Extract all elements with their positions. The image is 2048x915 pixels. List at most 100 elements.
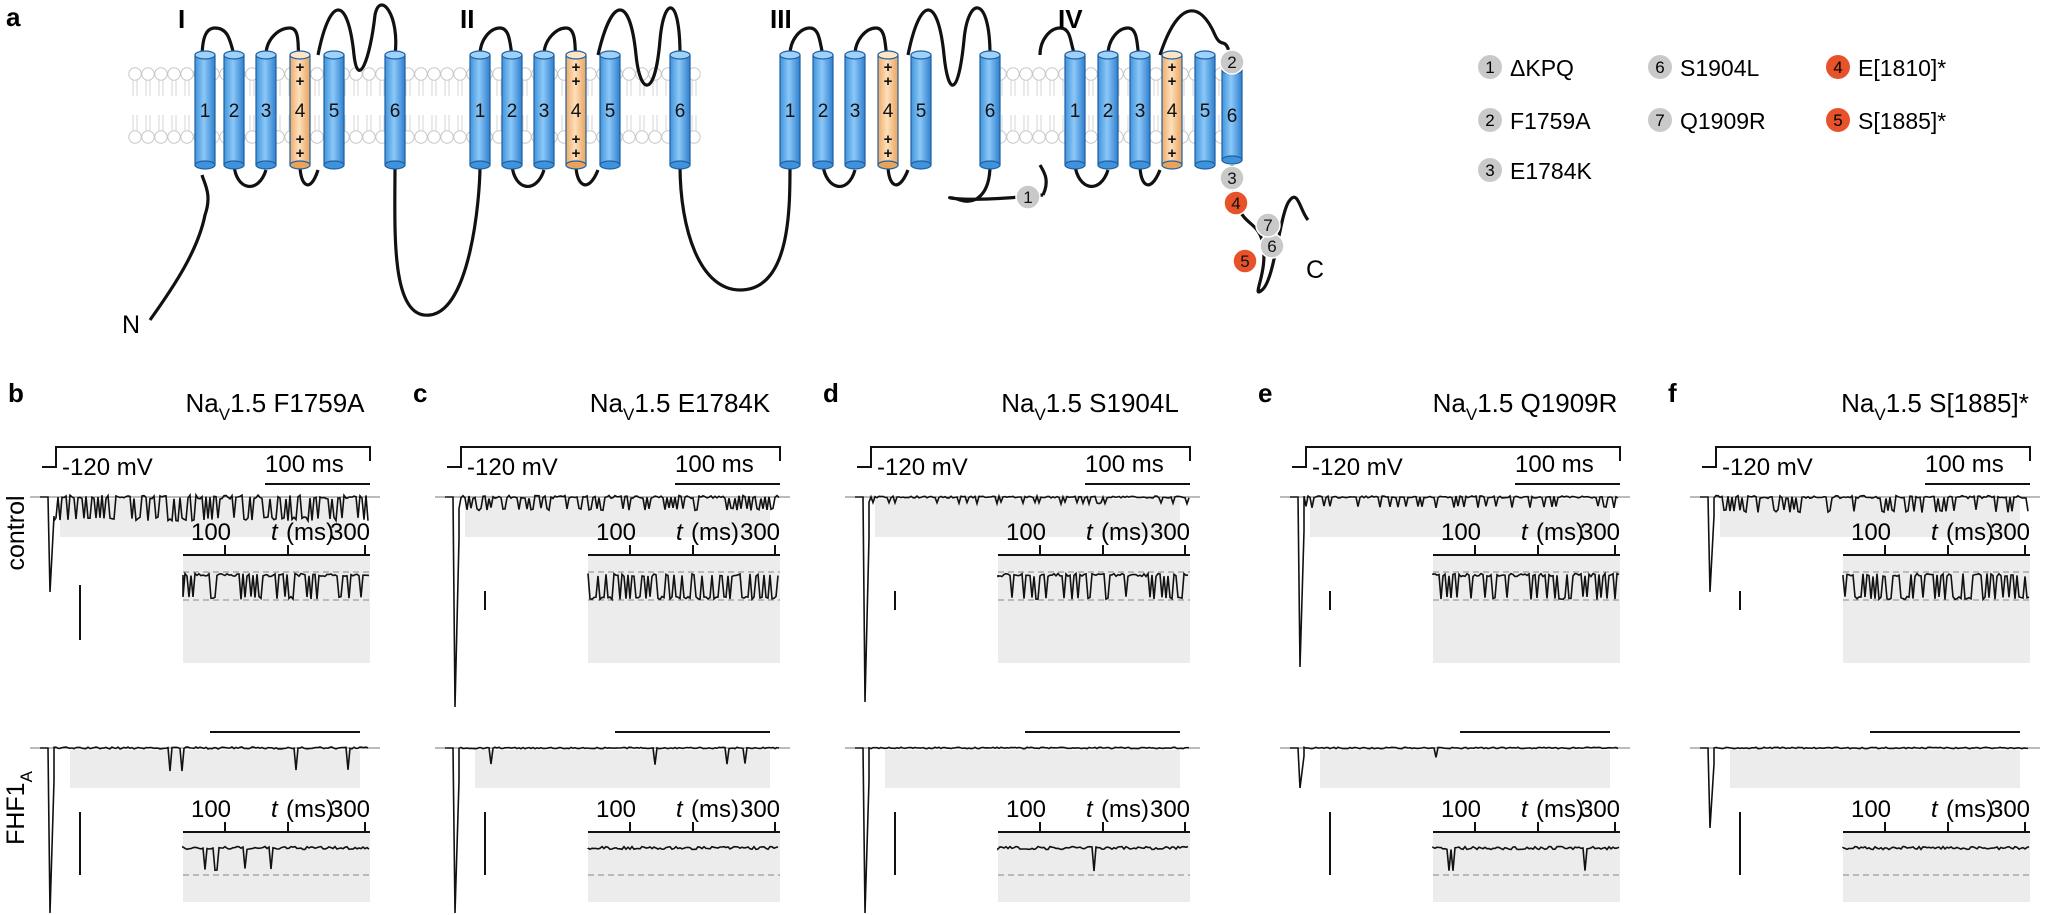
helix-s5: 5	[599, 50, 621, 170]
lipid-head	[349, 130, 363, 144]
helix-cap	[779, 50, 801, 60]
lipid-head	[414, 67, 428, 81]
helix-s1: 1	[779, 50, 801, 170]
helix-number-label: 1	[785, 101, 796, 122]
fhf-inset-axis-t: t	[1931, 796, 1939, 823]
inset-tick-label-100: 100	[191, 519, 231, 546]
helix-number-label: 3	[261, 101, 272, 122]
helix-number-label: 6	[675, 101, 686, 122]
legend-marker	[1826, 55, 1850, 79]
lipid-head	[1006, 130, 1020, 144]
fhf-inset-axis-t: t	[271, 796, 279, 823]
helix-cap	[1161, 50, 1183, 60]
mutation-marker-1: 1	[1015, 184, 1041, 210]
lipid-head	[427, 130, 441, 144]
voltage-label: -120 mV	[1722, 454, 1813, 481]
time-scale-label: 100 ms	[675, 451, 754, 478]
marker-number: 7	[1263, 216, 1272, 235]
helix-cap	[910, 50, 932, 60]
fhf-inset-trace	[587, 845, 779, 851]
loop-25	[1158, 9, 1232, 56]
voltage-protocol	[857, 446, 1191, 468]
fhf-trace-shade	[475, 750, 770, 788]
helix-cap	[255, 50, 277, 60]
inset-axis-unit: (ms)	[1946, 519, 1994, 546]
voltage-label: -120 mV	[1312, 454, 1403, 481]
title-pre: Na	[185, 388, 219, 418]
legend-marker	[1648, 55, 1672, 79]
fhf-inset-axis-unit: (ms)	[691, 796, 739, 823]
helix-s3: 3	[1129, 50, 1151, 170]
legend-marker-number: 1	[1485, 58, 1494, 77]
helix-number-label: 5	[329, 101, 340, 122]
lipid-head	[1149, 67, 1163, 81]
helix-cap	[533, 50, 555, 60]
fhf-trace-shade	[1730, 750, 2020, 788]
marker-circle	[1232, 248, 1258, 274]
panel-letter: c	[413, 378, 427, 408]
helix-s2: 2	[1097, 50, 1119, 170]
fhf-trace	[40, 746, 369, 914]
row-label-fhf1a-sub: A	[17, 770, 36, 782]
domain-label-I: I	[178, 4, 185, 34]
fhf-inset-axis-unit: (ms)	[1536, 796, 1584, 823]
helix-number-label: 4	[883, 101, 894, 122]
helix-s5: 5	[1194, 50, 1216, 170]
legend-marker-number: 5	[1833, 111, 1842, 130]
title-post: 1.5 S1904L	[1046, 388, 1179, 418]
control-trace	[855, 493, 1190, 703]
inset-control-trace	[182, 571, 370, 601]
helix-cap	[323, 50, 345, 60]
inset-control-trace	[1432, 571, 1620, 601]
voltage-protocol	[447, 446, 781, 468]
helix-cap	[223, 50, 245, 60]
helix-base	[844, 160, 866, 170]
helix-s4: 4++++	[565, 50, 587, 170]
title-post: 1.5 Q1909R	[1477, 388, 1617, 418]
charge-plus: +	[572, 145, 581, 162]
time-scale-label: 100 ms	[265, 451, 344, 478]
helix-s3: 3	[533, 50, 555, 170]
panel-letter: f	[1668, 378, 1677, 408]
n-terminus-label: N	[122, 311, 140, 339]
inset-axis-t: t	[271, 519, 279, 546]
loop-3	[232, 164, 268, 189]
domain-label-II: II	[460, 4, 474, 34]
helix-number-label: 2	[229, 101, 240, 122]
helix-base	[779, 160, 801, 170]
panel-title: NaV1.5 F1759A	[185, 388, 365, 424]
loop-1	[148, 174, 210, 321]
control-trace	[1700, 494, 2029, 593]
legend-text: E[1810]*	[1858, 55, 1946, 81]
helix-base	[1194, 160, 1216, 170]
lipid-head	[1149, 130, 1163, 144]
helix-number-label: 3	[850, 101, 861, 122]
marker-circle	[1219, 49, 1245, 75]
legend-marker	[1478, 158, 1502, 182]
title-sub: V	[1874, 405, 1886, 424]
fhf-inset-tick-label-100: 100	[191, 796, 231, 823]
legend-marker-number: 3	[1485, 161, 1494, 180]
legend-marker-number: 7	[1655, 111, 1664, 130]
voltage-label: -120 mV	[467, 454, 558, 481]
helix-s1: 1	[1064, 50, 1086, 170]
charge-plus: +	[1168, 131, 1177, 148]
panel-letter: b	[8, 378, 24, 408]
helix-number-label: 5	[916, 101, 927, 122]
mutation-marker-2: 2	[1219, 49, 1245, 75]
charge-plus: +	[572, 59, 581, 76]
row-label-fhf1a-base: FHF1	[2, 782, 30, 845]
lipid-head	[414, 130, 428, 144]
helix-cap	[1097, 50, 1119, 60]
charge-plus: +	[1168, 59, 1177, 76]
lipid-head	[154, 67, 168, 81]
lipid-head	[362, 130, 376, 144]
inset-axis-t: t	[676, 519, 684, 546]
loop-26	[1230, 164, 1310, 294]
